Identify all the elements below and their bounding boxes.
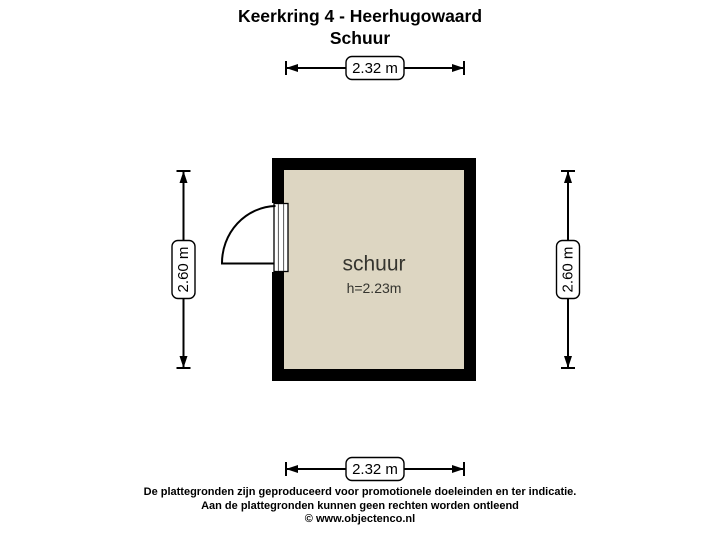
door-swing-arc — [220, 205, 276, 265]
title-address: Keerkring 4 - Heerhugowaard — [237, 6, 483, 26]
dimension-bottom: 2.32 m — [285, 456, 465, 482]
dimension-label-box — [345, 55, 405, 81]
dimension-right: 2.60 m — [555, 170, 581, 369]
dimension-label-box — [171, 239, 196, 300]
arrow-right-icon — [452, 465, 464, 473]
dimension-left-label: 2.60 m — [175, 247, 192, 293]
arrow-down-icon — [179, 356, 188, 368]
arrow-up-icon — [564, 171, 572, 183]
dimension-top: 2.32 m — [285, 55, 465, 81]
dimension-bottom-label: 2.32 m — [352, 461, 398, 478]
dimension-label-box — [345, 456, 405, 482]
disclaimer-footer: De plattegronden zijn geproduceerd voor … — [0, 486, 720, 527]
arrow-left-icon — [286, 64, 298, 72]
copyright-line: © www.objectenco.nl — [304, 513, 416, 525]
room-name-label: schuur — [342, 253, 405, 276]
room-height-label: h=2.23m — [347, 280, 402, 296]
disclaimer-line-1: De plattegronden zijn geproduceerd voor … — [143, 486, 577, 498]
dimension-left: 2.60 m — [171, 170, 196, 369]
shed-room: schuur h=2.23m — [220, 158, 476, 381]
disclaimer-line-2: Aan de plattegronden kunnen geen rechten… — [201, 499, 519, 512]
arrow-down-icon — [564, 356, 572, 368]
dimension-right-label: 2.60 m — [560, 247, 577, 293]
shed-floor — [284, 170, 464, 369]
arrow-right-icon — [452, 64, 464, 72]
page-title: Keerkring 4 - Heerhugowaard Schuur — [0, 5, 720, 49]
door-frame — [273, 202, 289, 273]
arrow-up-icon — [179, 171, 188, 183]
title-room: Schuur — [329, 28, 391, 48]
arrow-left-icon — [286, 465, 298, 473]
dimension-label-box — [555, 239, 581, 300]
door-frame-rect — [273, 202, 289, 273]
dimension-top-label: 2.32 m — [352, 60, 398, 77]
